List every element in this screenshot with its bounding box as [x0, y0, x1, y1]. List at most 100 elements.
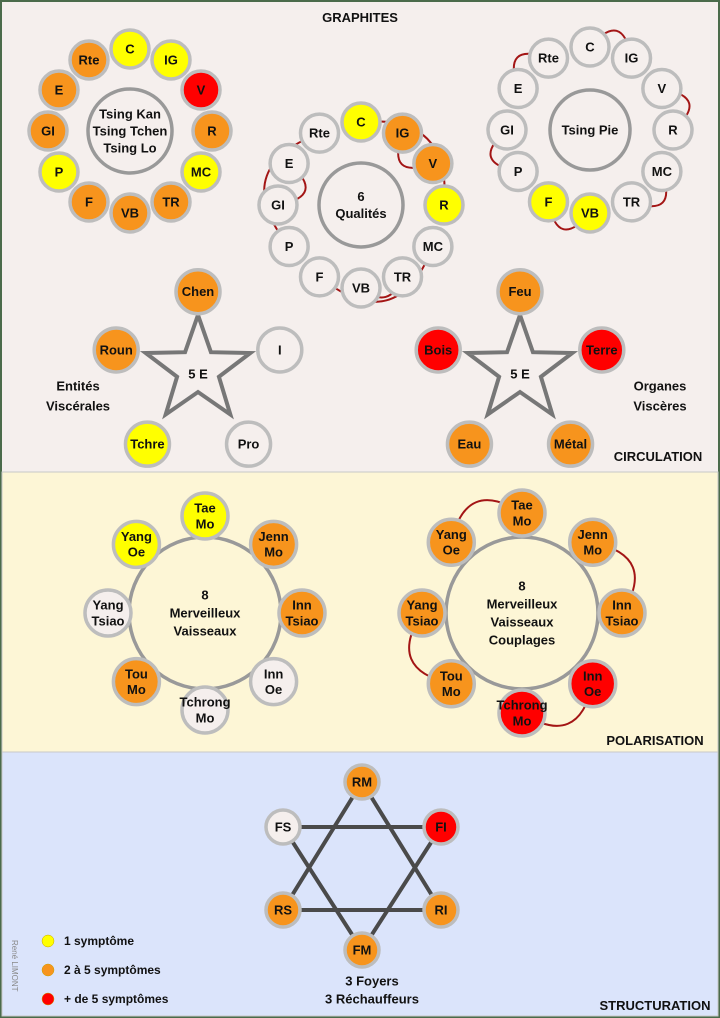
node-tr-label: TR [162, 195, 180, 210]
node-f-circle [527, 181, 570, 223]
node-fm-circle [343, 931, 381, 969]
node-p: P [497, 150, 539, 193]
star_entites-star [139, 308, 257, 420]
node-pro-circle [224, 420, 273, 468]
node-tr-circle [150, 181, 192, 223]
node-yang-tsiao-circle [83, 588, 133, 638]
node-mc-circle [180, 151, 222, 193]
ring-tsing-pie-center-label: Tsing Pie [562, 123, 619, 138]
node-rte: Rte [298, 112, 341, 154]
node-feu: Feu [496, 267, 544, 316]
legend-label: 2 à 5 symptômes [64, 963, 161, 977]
node-rte-circle [298, 112, 341, 154]
node-tae-mo-circle [180, 491, 230, 541]
legend-swatch-icon [41, 934, 55, 948]
node-inn-oe-label: Oe [584, 684, 601, 699]
node-yang-tsiao-label: Tsiao [92, 613, 125, 628]
caption-organes-1: Organes [634, 379, 687, 394]
node-inn-tsiao-label: Tsiao [606, 613, 639, 628]
node-r-label: R [439, 198, 449, 213]
node-gi: GI [486, 109, 528, 151]
node-fm: FM [343, 931, 381, 969]
node-r-circle [652, 109, 694, 151]
node-f-circle [298, 256, 341, 298]
ring-tsing-kan-center-label: Tsing Lo [103, 140, 156, 155]
node-yang-tsiao-label: Tsiao [406, 613, 439, 628]
node-chen-label: Chen [182, 284, 215, 299]
star_organes-star [461, 308, 579, 420]
node-p-label: P [285, 239, 294, 254]
node-fi-circle [422, 808, 460, 846]
node-e-label: E [55, 83, 64, 98]
node-vb-label: VB [581, 206, 599, 221]
mv_right-center-label: Vaisseaux [491, 615, 555, 630]
node-terre: Terre [578, 326, 626, 374]
node-p-circle [268, 225, 310, 268]
node-e-circle [268, 142, 310, 185]
node-gi-circle [486, 109, 528, 151]
node-r: R [423, 184, 465, 226]
node-inn-tsiao-circle [277, 588, 327, 638]
node-rs: RS [264, 891, 302, 929]
node-r-label: R [668, 123, 678, 138]
legend-item: + de 5 symptômes [41, 992, 169, 1006]
node-inn-oe-circle [248, 656, 299, 707]
ring-tsing-kan-center-label: Tsing Kan [99, 107, 161, 122]
node-roun-label: Roun [100, 342, 133, 357]
ring-tsing-kan-center-label: Tsing Tchen [93, 124, 168, 139]
node-tae-mo-label: Tae [194, 501, 215, 516]
node-v-circle [412, 142, 454, 185]
node-e-label: E [285, 156, 294, 171]
node-jenn-mo-label: Jenn [578, 527, 608, 542]
node-inn-oe-label: Oe [265, 682, 282, 697]
node-tae-mo-label: Tae [511, 498, 532, 513]
node-terre-circle [578, 326, 626, 374]
node-rm-label: RM [352, 775, 372, 790]
node-c: C [569, 26, 611, 68]
star_organes-center-label: 5 E [510, 367, 530, 382]
node-feu-label: Feu [508, 284, 531, 299]
node-f-label: F [316, 269, 324, 284]
node-gi-circle [27, 110, 69, 152]
legend-item: 2 à 5 symptômes [41, 963, 161, 977]
node-gi: GI [27, 110, 69, 152]
node-e: E [497, 67, 539, 110]
ring-qualites-center-circle [317, 161, 405, 249]
node-yang-tsiao-label: Yang [406, 598, 437, 613]
node-tchrong-mo-label: Tchrong [179, 695, 230, 710]
node-mc-label: MC [191, 165, 212, 180]
node-v-circle [641, 67, 683, 110]
node-mc-circle [641, 150, 683, 193]
caption-organes-2: Viscères [633, 399, 686, 414]
node-vb-circle [340, 267, 382, 309]
node-r: R [652, 109, 694, 151]
node-vb-label: VB [121, 206, 139, 221]
node-yang-oe-circle [111, 519, 162, 570]
node-rm: RM [343, 763, 381, 801]
node-tchre-label: Tchre [130, 437, 164, 452]
node-tchrong-mo-circle [180, 685, 230, 735]
node-yang-oe-label: Yang [121, 529, 152, 544]
node-mc: MC [412, 225, 454, 268]
mv_left-center-label: Vaisseaux [174, 624, 238, 639]
node-tr-circle [610, 181, 653, 223]
node-ri: RI [422, 891, 460, 929]
node-tchrong-mo-label: Tchrong [496, 698, 547, 713]
node-tchrong-mo-label: Mo [513, 713, 532, 728]
node-fm-label: FM [353, 943, 372, 958]
node-yang-tsiao-circle [397, 588, 447, 638]
node-tchre: Tchre [123, 420, 172, 468]
node-gi-label: GI [41, 124, 55, 139]
node-feu-circle [496, 267, 544, 316]
coupling-MC-F [318, 246, 434, 303]
node-fs-circle [264, 808, 302, 846]
node-yang-oe-circle [426, 517, 477, 568]
title-structuration: STRUCTURATION [600, 998, 711, 1013]
node-bois: Bois [414, 326, 462, 374]
node-pro: Pro [224, 420, 273, 468]
node-rs-label: RS [274, 903, 292, 918]
